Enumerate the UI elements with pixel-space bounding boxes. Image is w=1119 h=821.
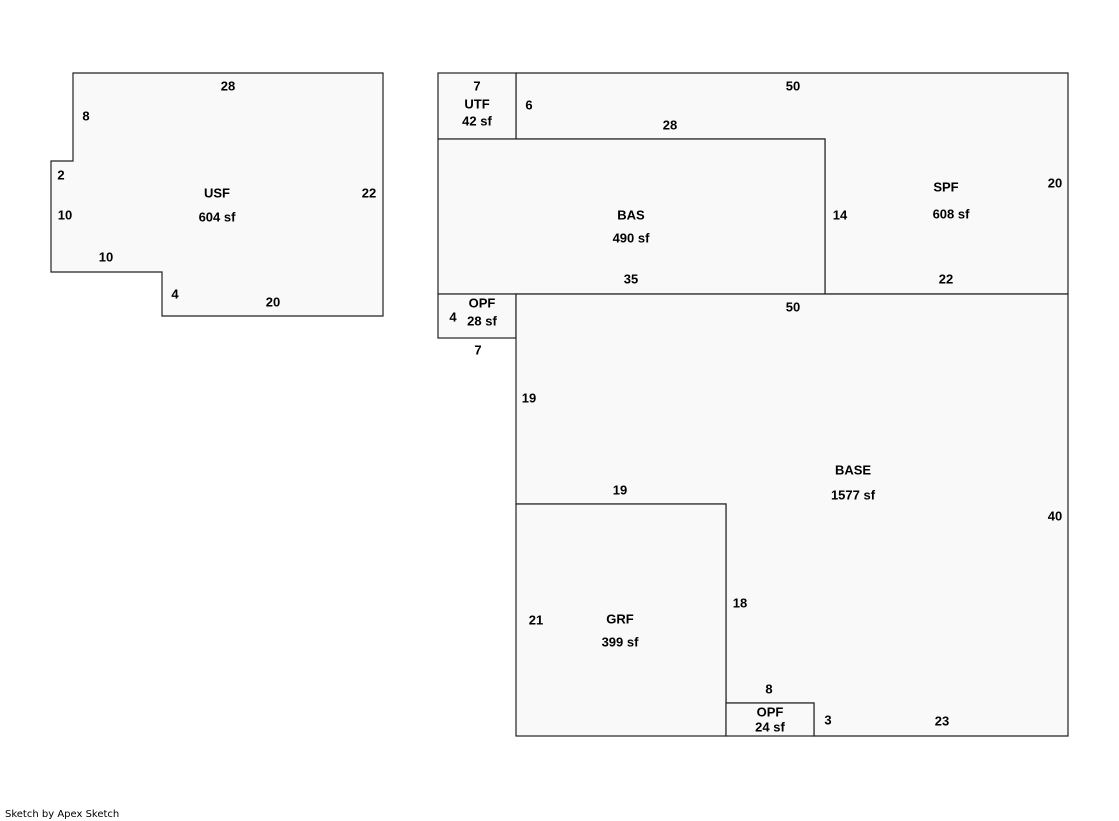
opf-area-label: 24 sf <box>755 719 785 734</box>
dimension-label: 20 <box>1048 175 1062 190</box>
bas-label: BAS <box>617 207 645 222</box>
usf-label: USF <box>204 185 230 200</box>
opf-label: OPF <box>757 704 784 719</box>
grf-area <box>515 503 727 737</box>
dimension-label: 6 <box>525 97 532 112</box>
usf-area-label: 604 sf <box>199 209 237 224</box>
dimension-label: 22 <box>939 271 953 286</box>
dimension-label: 4 <box>449 309 457 324</box>
utf-area <box>437 72 517 140</box>
dimension-label: 19 <box>613 482 627 497</box>
dimension-label: 21 <box>529 612 543 627</box>
opf-area-label: 28 sf <box>467 313 497 328</box>
dimension-label: 7 <box>473 78 480 93</box>
utf-label: UTF <box>464 96 489 111</box>
spf-area-label: 608 sf <box>933 206 971 221</box>
dimension-label: 35 <box>624 271 638 286</box>
dimension-label: 7 <box>474 342 481 357</box>
dimension-label: 40 <box>1048 508 1062 523</box>
base-area-label: 1577 sf <box>831 487 876 502</box>
dimension-label: 8 <box>765 681 772 696</box>
dimension-label: 3 <box>824 712 831 727</box>
utf-area-label: 42 sf <box>462 113 492 128</box>
grf-label: GRF <box>606 611 634 626</box>
grf-area-label: 399 sf <box>602 634 640 649</box>
bas-area <box>437 138 826 295</box>
opf-area-2 <box>725 702 815 737</box>
spf-label: SPF <box>933 179 958 194</box>
usf-area <box>50 72 384 317</box>
dimension-label: 50 <box>786 78 800 93</box>
bas-area-label: 490 sf <box>613 230 651 245</box>
dimension-label: 23 <box>935 713 949 728</box>
dimension-label: 19 <box>522 390 536 405</box>
dimension-label: 28 <box>221 78 235 93</box>
dimension-label: 50 <box>786 299 800 314</box>
dimension-label: 10 <box>99 249 113 264</box>
opf-label: OPF <box>469 295 496 310</box>
dimension-label: 22 <box>362 185 376 200</box>
dimension-label: 20 <box>266 294 280 309</box>
dimension-label: 28 <box>663 117 677 132</box>
dimension-label: 8 <box>82 108 89 123</box>
base-label: BASE <box>835 462 871 477</box>
dimension-label: 18 <box>733 595 747 610</box>
dimension-label: 4 <box>171 286 179 301</box>
sketch-credit: Sketch by Apex Sketch <box>5 809 120 820</box>
dimension-label: 10 <box>58 207 72 222</box>
dimension-label: 14 <box>833 207 848 222</box>
dimension-label: 2 <box>57 167 64 182</box>
opf-area-1 <box>437 293 517 339</box>
